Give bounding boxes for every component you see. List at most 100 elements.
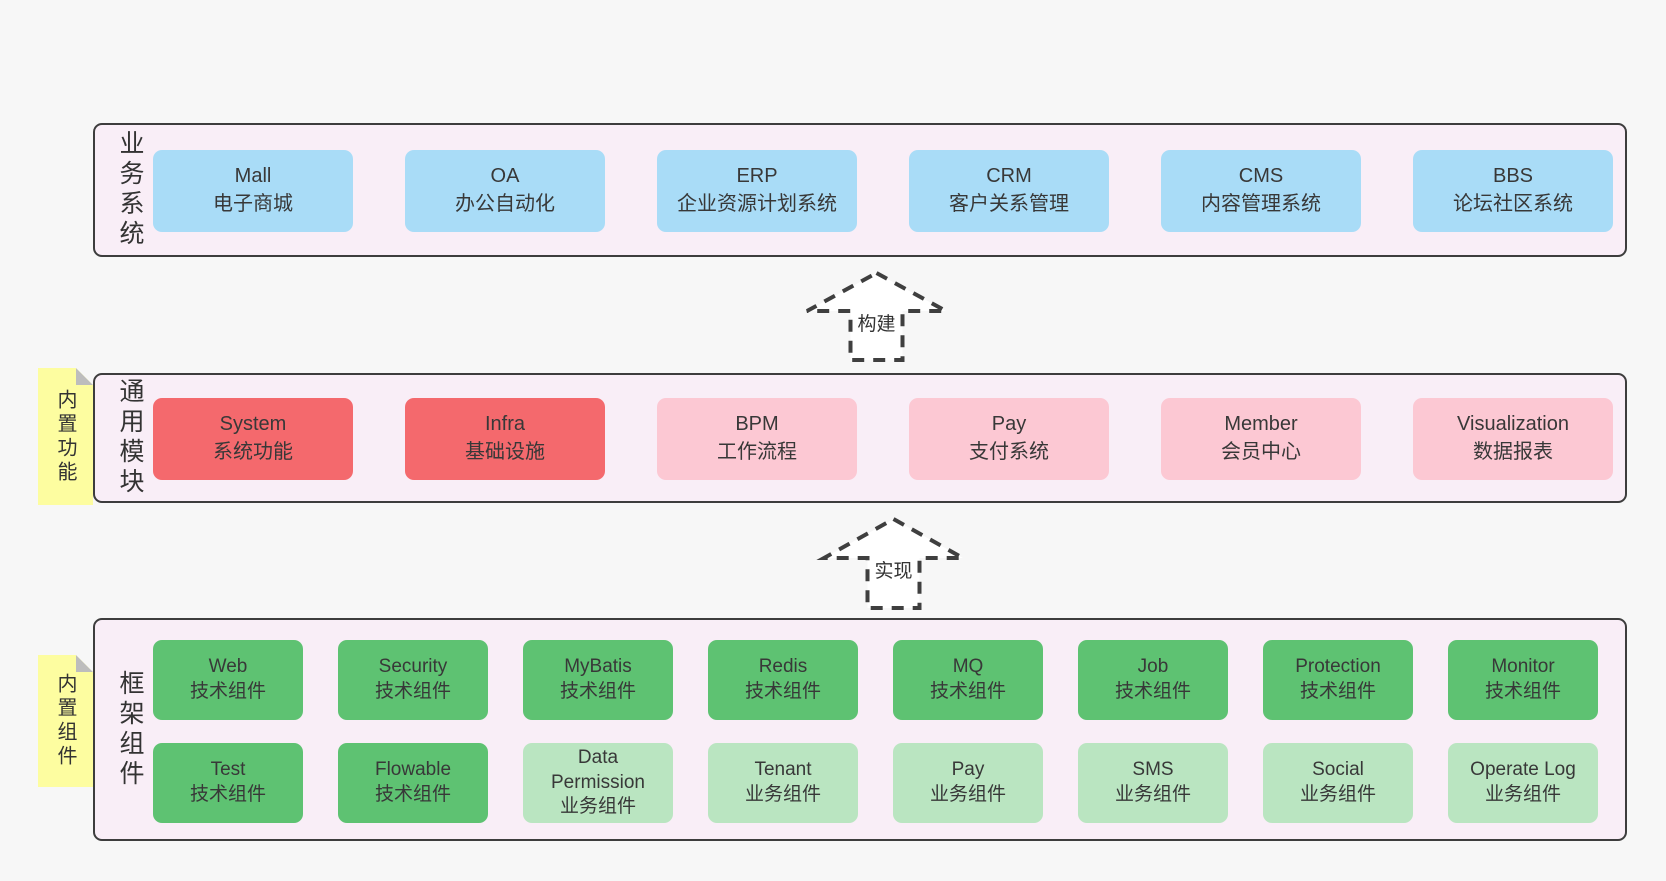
box-subtitle: 技术组件 bbox=[189, 681, 266, 702]
box-subtitle: 电子商城 bbox=[213, 193, 293, 215]
box-subtitle: 技术组件 bbox=[929, 681, 1006, 702]
box-security: Security 技术组件 bbox=[338, 640, 488, 720]
layer-label-framework-components: 框架组件 bbox=[116, 669, 144, 790]
box-title: BPM bbox=[735, 413, 779, 436]
box-title: Member bbox=[1224, 413, 1298, 436]
layer-label-business-systems: 业务系统 bbox=[116, 130, 144, 250]
box-title: System bbox=[219, 413, 287, 436]
box-title: BBS bbox=[1492, 165, 1534, 188]
box-subtitle: 业务组件 bbox=[744, 784, 821, 805]
sticky-note-built-in-components: 内置组件 bbox=[38, 655, 93, 787]
box-system: System 系统功能 bbox=[153, 398, 353, 480]
box-subtitle: 业务组件 bbox=[929, 784, 1006, 805]
box-flowable: Flowable 技术组件 bbox=[338, 743, 488, 823]
box-subtitle: 支付系统 bbox=[969, 441, 1049, 463]
box-subtitle: 系统功能 bbox=[213, 441, 293, 463]
box-bpm: BPM 工作流程 bbox=[657, 398, 857, 480]
box-member: Member 会员中心 bbox=[1161, 398, 1361, 480]
layer-label-common-modules: 通用模块 bbox=[116, 378, 144, 498]
box-title: Pay bbox=[991, 413, 1027, 436]
box-subtitle: 基础设施 bbox=[465, 441, 545, 463]
layer-common-modules: 通用模块 System 系统功能 Infra 基础设施 BPM 工作流程 Pay 支付系统 Me… bbox=[93, 373, 1627, 503]
box-subtitle: 技术组件 bbox=[374, 784, 451, 805]
box-subtitle: 业务组件 bbox=[1299, 784, 1376, 805]
box-title: Data Permission bbox=[551, 746, 645, 793]
box-title: Job bbox=[1137, 656, 1169, 678]
box-subtitle: 客户关系管理 bbox=[949, 193, 1069, 215]
box-mall: Mall 电子商城 bbox=[153, 150, 353, 232]
box-title: Social bbox=[1312, 759, 1364, 781]
box-title: Redis bbox=[758, 656, 808, 678]
note-fold-corner bbox=[76, 655, 93, 672]
arrow-label: 构建 bbox=[857, 313, 895, 335]
box-subtitle: 技术组件 bbox=[189, 784, 266, 805]
box-subtitle: 技术组件 bbox=[374, 681, 451, 702]
up-arrow-shape bbox=[816, 516, 971, 610]
box-title: Flowable bbox=[374, 759, 452, 781]
box-mybatis: MyBatis 技术组件 bbox=[523, 640, 673, 720]
box-subtitle: 技术组件 bbox=[1114, 681, 1191, 702]
box-title: OA bbox=[490, 165, 520, 188]
box-crm: CRM 客户关系管理 bbox=[909, 150, 1109, 232]
box-title: Tenant bbox=[754, 759, 812, 781]
box-redis: Redis 技术组件 bbox=[708, 640, 858, 720]
layer-business-systems: 业务系统 Mall 电子商城 OA 办公自动化 ERP 企业资源计划系统 CRM 客户关系管理… bbox=[93, 123, 1627, 257]
box-subtitle: 业务组件 bbox=[1484, 784, 1561, 805]
box-protection: Protection 技术组件 bbox=[1263, 640, 1413, 720]
box-subtitle: 数据报表 bbox=[1473, 441, 1553, 463]
box-subtitle: 企业资源计划系统 bbox=[677, 193, 837, 215]
sticky-note-text: 内置组件 bbox=[54, 673, 76, 769]
box-pay: Pay 业务组件 bbox=[893, 743, 1043, 823]
arrow-label: 实现 bbox=[874, 560, 912, 582]
box-title: CRM bbox=[986, 165, 1032, 188]
implement-arrow: 实现 bbox=[816, 516, 971, 610]
build-arrow: 构建 bbox=[806, 270, 947, 362]
box-pay: Pay 支付系统 bbox=[909, 398, 1109, 480]
note-fold-corner bbox=[76, 368, 93, 385]
box-title: Web bbox=[208, 656, 248, 678]
box-title: ERP bbox=[736, 165, 778, 188]
box-subtitle: 业务组件 bbox=[1114, 784, 1191, 805]
box-web: Web 技术组件 bbox=[153, 640, 303, 720]
box-title: SMS bbox=[1132, 759, 1174, 781]
box-mq: MQ 技术组件 bbox=[893, 640, 1043, 720]
sticky-note-text: 内置功能 bbox=[54, 388, 76, 485]
box-subtitle: 会员中心 bbox=[1221, 441, 1301, 463]
box-title: Protection bbox=[1295, 656, 1381, 678]
box-erp: ERP 企业资源计划系统 bbox=[657, 150, 857, 232]
box-title: Security bbox=[378, 656, 448, 678]
box-tenant: Tenant 业务组件 bbox=[708, 743, 858, 823]
box-bbs: BBS 论坛社区系统 bbox=[1413, 150, 1613, 232]
box-subtitle: 内容管理系统 bbox=[1201, 193, 1321, 215]
box-job: Job 技术组件 bbox=[1078, 640, 1228, 720]
box-subtitle: 技术组件 bbox=[559, 681, 636, 702]
box-title: Mall bbox=[234, 165, 272, 188]
up-arrow-shape bbox=[806, 270, 947, 362]
box-sms: SMS 业务组件 bbox=[1078, 743, 1228, 823]
box-title: Test bbox=[210, 759, 246, 781]
box-title: CMS bbox=[1238, 165, 1284, 188]
box-title: Pay bbox=[951, 759, 985, 781]
box-title: Operate Log bbox=[1470, 759, 1576, 781]
box-subtitle: 技术组件 bbox=[744, 681, 821, 702]
box-social: Social 业务组件 bbox=[1263, 743, 1413, 823]
box-subtitle: 技术组件 bbox=[1299, 681, 1376, 702]
box-row: Mall 电子商城 OA 办公自动化 ERP 企业资源计划系统 CRM 客户关系管理 CMS 内容… bbox=[153, 150, 1613, 232]
box-row: System 系统功能 Infra 基础设施 BPM 工作流程 Pay 支付系统 Member 会… bbox=[153, 398, 1613, 480]
box-subtitle: 论坛社区系统 bbox=[1453, 193, 1573, 215]
box-subtitle: 办公自动化 bbox=[455, 193, 555, 215]
sticky-note-built-in-features: 内置功能 bbox=[38, 368, 93, 505]
box-title: Infra bbox=[484, 413, 526, 436]
box-title: MyBatis bbox=[564, 656, 632, 678]
box-title: MQ bbox=[952, 656, 984, 678]
box-infra: Infra 基础设施 bbox=[405, 398, 605, 480]
box-oa: OA 办公自动化 bbox=[405, 150, 605, 232]
box-cms: CMS 内容管理系统 bbox=[1161, 150, 1361, 232]
box-subtitle: 工作流程 bbox=[717, 441, 797, 463]
